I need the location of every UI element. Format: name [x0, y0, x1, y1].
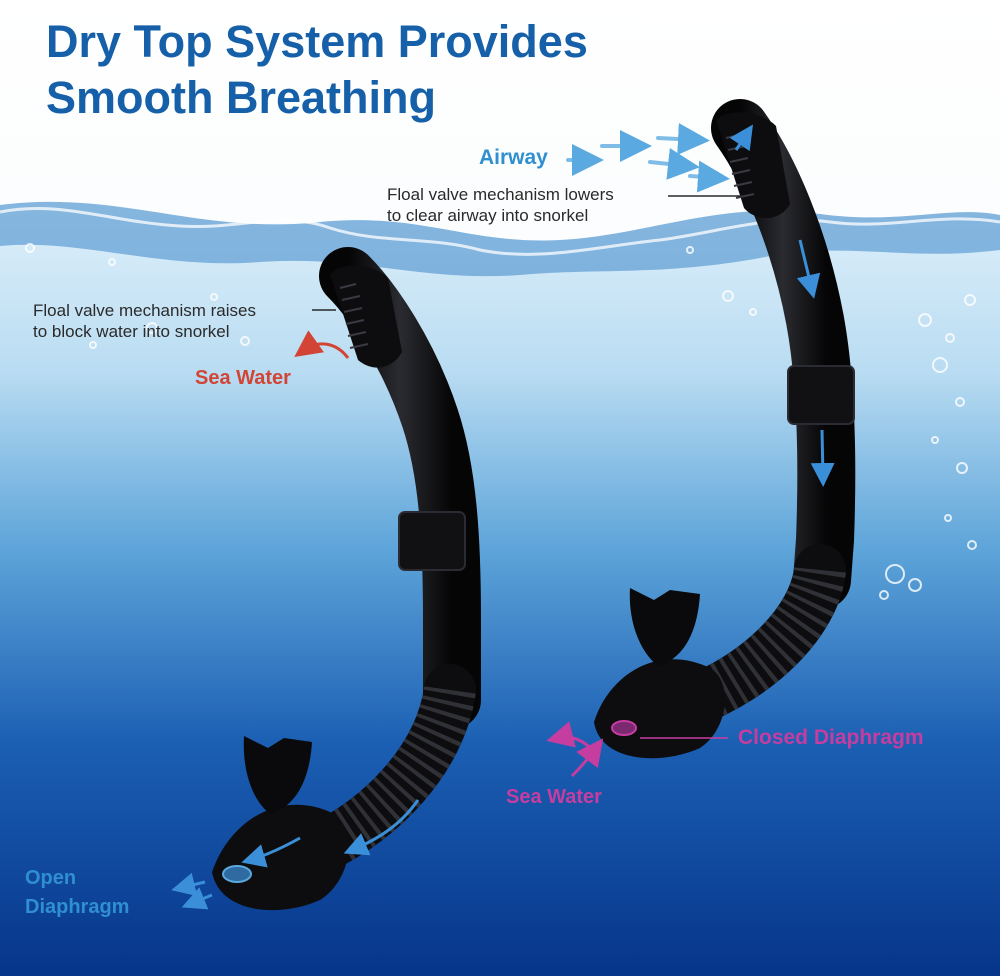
- valve-raises-callout: Floal valve mechanism raises to block wa…: [33, 300, 256, 342]
- valve-lowers-callout: Floal valve mechanism lowers to clear ai…: [387, 184, 614, 226]
- mouthpiece: [243, 736, 312, 814]
- title-line-2: Smooth Breathing: [46, 72, 436, 123]
- open-label-line: Open: [25, 867, 77, 889]
- valve-vents: [339, 283, 369, 349]
- sea-water-label-left: Sea Water: [195, 367, 291, 389]
- mouthpiece: [629, 588, 700, 666]
- airflow-arrow-icon: [241, 836, 301, 868]
- callout-line: Floal valve mechanism lowers: [387, 185, 614, 204]
- airflow-arrow-icon: [810, 429, 835, 487]
- bubble-icon: [25, 243, 977, 600]
- sea-water-arrow-icon: [294, 330, 350, 359]
- airflow-arrow-icon: [688, 160, 730, 193]
- right-snorkel: [594, 99, 856, 759]
- wave-crest: [0, 206, 1000, 256]
- airway-label: Airway: [479, 146, 548, 169]
- airflow-arrow-icon: [648, 147, 700, 180]
- closed-diaphragm-label: Closed Diaphragm: [738, 726, 924, 749]
- left-snorkel: [171, 247, 481, 911]
- diaphragm-icon: [611, 720, 637, 736]
- diaphragm-icon: [222, 865, 252, 883]
- callout-line: to block water into snorkel: [33, 322, 230, 341]
- airflow-arrow-icon: [171, 872, 206, 897]
- purge-valve-body: [212, 804, 349, 911]
- open-label-line: Diaphragm: [25, 896, 130, 918]
- open-diaphragm-label: Open Diaphragm: [25, 864, 129, 922]
- callout-line: Floal valve mechanism raises: [33, 301, 256, 320]
- sea-water-label-right: Sea Water: [506, 786, 602, 808]
- page-title: Dry Top System Provides Smooth Breathing: [46, 14, 588, 126]
- water-surface-highlight: [0, 201, 1000, 277]
- title-line-1: Dry Top System Provides: [46, 16, 588, 67]
- airflow-arrow-icon: [181, 887, 213, 910]
- airflow-arrow-icon: [729, 124, 753, 152]
- sea-water-arrow-icon: [570, 738, 604, 778]
- snorkel-clip: [787, 365, 855, 425]
- airway-arrows: [566, 123, 730, 193]
- airflow-arrow-icon: [343, 799, 420, 856]
- airflow-arrow-icon: [796, 239, 821, 299]
- snorkel-clip: [398, 511, 466, 571]
- dry-top-valve: [330, 265, 402, 368]
- airflow-arrow-icon: [656, 123, 710, 155]
- callout-line: to clear airway into snorkel: [387, 206, 589, 225]
